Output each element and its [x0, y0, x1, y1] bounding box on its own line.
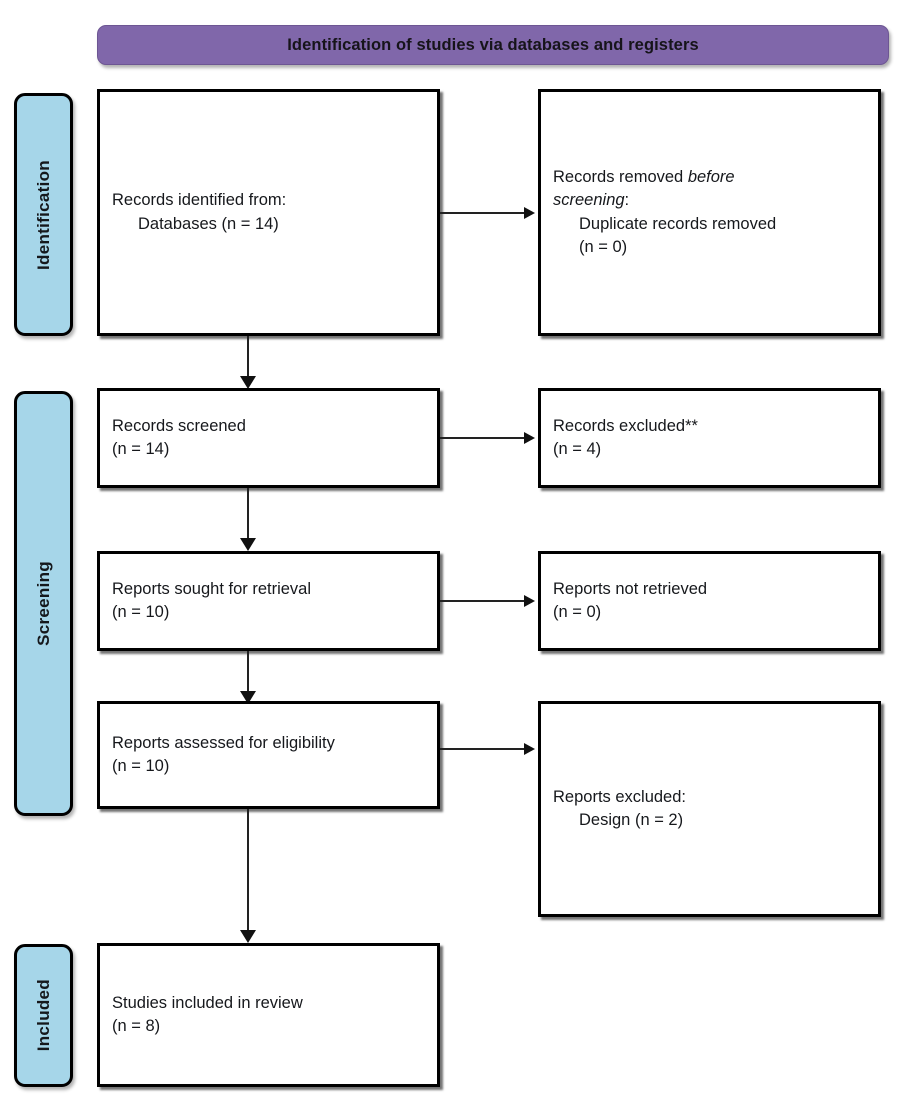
- arrow-identified-to-removed: [440, 212, 533, 214]
- banner-title: Identification of studies via databases …: [287, 35, 699, 54]
- records-removed-line-1a: Records removed: [553, 167, 688, 186]
- box-reports-assessed: Reports assessed for eligibility (n = 10…: [97, 701, 440, 809]
- stage-label-screening: Screening: [14, 391, 73, 816]
- reports-not-retrieved-line-1: Reports not retrieved: [553, 579, 708, 598]
- box-reports-sought-text: Reports sought for retrieval (n = 10): [100, 578, 437, 625]
- reports-sought-line-1: Reports sought for retrieval: [112, 579, 312, 598]
- records-excluded-line-1: Records excluded**: [553, 416, 698, 435]
- records-removed-line-1-italic: before: [687, 167, 735, 186]
- stage-label-identification-text: Identification: [33, 159, 53, 270]
- arrow-identified-to-screened: [247, 336, 249, 386]
- arrow-sought-to-not-retrieved: [440, 600, 533, 602]
- box-reports-not-retrieved-text: Reports not retrieved (n = 0): [541, 578, 878, 625]
- reports-assessed-line-2: (n = 10): [112, 757, 170, 775]
- studies-included-line-1: Studies included in review: [112, 993, 303, 1012]
- box-records-excluded: Records excluded** (n = 4): [538, 388, 881, 488]
- arrow-assessed-to-included: [247, 809, 249, 940]
- box-records-removed: Records removed before screening: Duplic…: [538, 89, 881, 336]
- box-records-identified-text: Records identified from: Databases (n = …: [100, 189, 437, 236]
- reports-excluded-line-2: Design (n = 2): [579, 811, 684, 829]
- stage-label-included-text: Included: [33, 979, 53, 1052]
- banner-identification-header: Identification of studies via databases …: [97, 25, 889, 65]
- box-reports-not-retrieved: Reports not retrieved (n = 0): [538, 551, 881, 651]
- box-reports-excluded: Reports excluded: Design (n = 2): [538, 701, 881, 917]
- records-identified-line-1: Records identified from:: [112, 191, 287, 210]
- arrow-screened-to-excluded: [440, 437, 533, 439]
- records-removed-line-2-tail: :: [624, 191, 630, 210]
- arrow-assessed-to-reports-excluded: [440, 748, 533, 750]
- records-removed-line-4: (n = 0): [579, 237, 628, 256]
- box-reports-sought: Reports sought for retrieval (n = 10): [97, 551, 440, 651]
- arrow-screened-to-sought: [247, 488, 249, 548]
- box-records-excluded-text: Records excluded** (n = 4): [541, 415, 878, 462]
- stage-label-screening-text: Screening: [33, 561, 53, 646]
- box-records-removed-text: Records removed before screening: Duplic…: [541, 166, 878, 260]
- records-screened-line-1: Records screened: [112, 416, 246, 435]
- reports-not-retrieved-line-2: (n = 0): [553, 603, 602, 621]
- records-screened-line-2: (n = 14): [112, 440, 170, 458]
- box-records-screened: Records screened (n = 14): [97, 388, 440, 488]
- box-reports-assessed-text: Reports assessed for eligibility (n = 10…: [100, 732, 437, 779]
- stage-label-included: Included: [14, 944, 73, 1087]
- records-removed-line-2-italic: screening: [553, 191, 625, 210]
- arrow-sought-to-assessed: [247, 651, 249, 701]
- box-studies-included-text: Studies included in review (n = 8): [100, 992, 437, 1039]
- box-studies-included: Studies included in review (n = 8): [97, 943, 440, 1087]
- reports-excluded-line-1: Reports excluded:: [553, 787, 686, 806]
- records-excluded-line-2: (n = 4): [553, 440, 602, 458]
- studies-included-line-2: (n = 8): [112, 1017, 161, 1035]
- stage-label-identification: Identification: [14, 93, 73, 336]
- box-reports-excluded-text: Reports excluded: Design (n = 2): [541, 786, 878, 833]
- records-removed-line-1: Records removed before: [553, 166, 866, 189]
- box-records-screened-text: Records screened (n = 14): [100, 415, 437, 462]
- box-records-identified: Records identified from: Databases (n = …: [97, 89, 440, 336]
- records-identified-line-2: Databases (n = 14): [138, 214, 279, 233]
- records-removed-line-2: screening:: [553, 189, 866, 212]
- reports-sought-line-2: (n = 10): [112, 603, 170, 621]
- records-removed-line-3: Duplicate records removed: [579, 214, 777, 233]
- reports-assessed-line-1: Reports assessed for eligibility: [112, 733, 335, 752]
